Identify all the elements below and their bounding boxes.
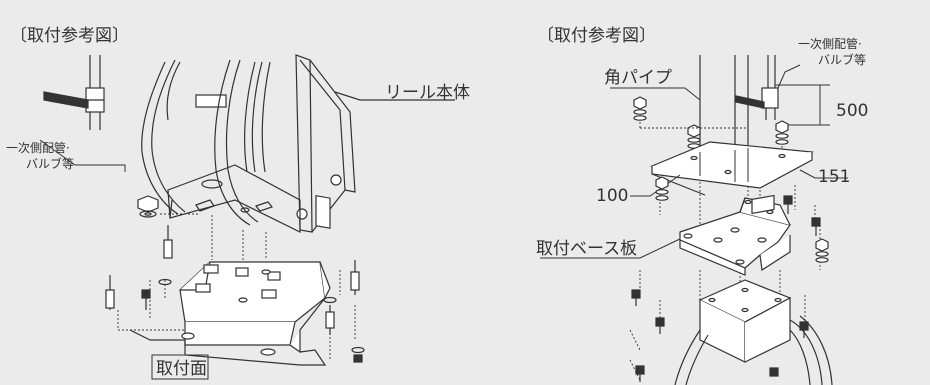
right-pipe-label-line2: バルブ等 <box>818 52 866 67</box>
dimension-151: 151 <box>818 167 850 187</box>
valve-handle-icon <box>43 91 89 109</box>
reel-body-label: リール本体 <box>385 83 470 103</box>
left-reel-body <box>141 54 356 233</box>
left-pipe-label-line1: 一次側配管· <box>6 140 70 155</box>
left-diagram <box>39 54 455 366</box>
left-supply-pipe <box>85 55 105 130</box>
top-plate <box>649 141 815 196</box>
right-pipe-label-line1: 一次側配管· <box>798 36 862 51</box>
dim-100-leader <box>630 174 681 197</box>
right-valve-handle-icon <box>735 95 765 109</box>
left-nut-icon <box>137 195 159 218</box>
square-pipe-leader <box>610 87 701 101</box>
dim-151-leader <box>799 169 848 179</box>
dimension-100: 100 <box>596 186 628 206</box>
side-screw-icon <box>783 195 821 236</box>
bottom-screw-icon <box>631 289 809 382</box>
mount-surface-box <box>151 354 209 380</box>
left-mount-bracket <box>129 261 331 366</box>
anchor-bolt-icon <box>105 225 360 335</box>
right-pipe-leader <box>777 64 801 89</box>
left-pipe-label-line2: バルブ等 <box>26 156 74 171</box>
base-plate-label: 取付ベース板 <box>536 239 637 259</box>
reel-label-leader <box>334 91 455 101</box>
right-diagram <box>540 55 848 385</box>
screw-icon <box>141 278 365 363</box>
pipe-label-leader <box>39 139 126 172</box>
side-nut-icon <box>655 176 829 263</box>
left-heading: 〔取付参考図〕 <box>10 26 129 46</box>
right-heading: 〔取付参考図〕 <box>537 26 656 46</box>
right-reel-bracket <box>674 194 833 385</box>
square-pipe-label: 角パイプ <box>604 68 672 88</box>
mount-surface-label: 取付面 <box>156 359 207 379</box>
dimension-500: 500 <box>836 101 868 121</box>
right-supply-pipe <box>761 55 779 120</box>
